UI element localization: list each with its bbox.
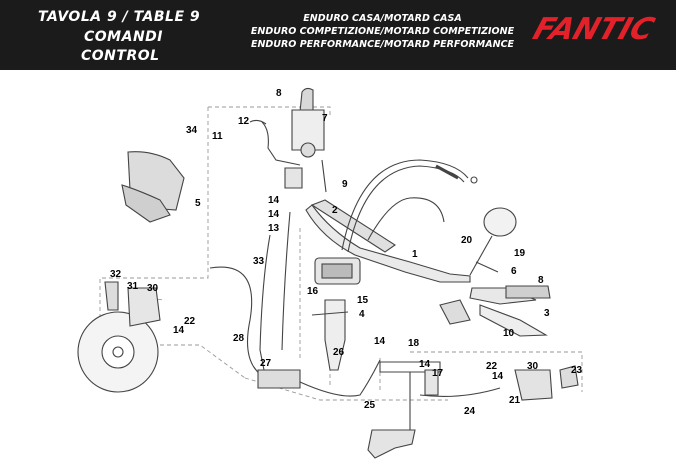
callout-17: 17 [432,368,444,379]
callout-3: 3 [544,308,550,319]
brand-logo-text: FANTIC [529,12,659,47]
callout-16: 16 [307,286,319,297]
callout-14-d: 14 [374,336,386,347]
callout-32: 32 [110,269,122,280]
callout-33: 33 [253,256,265,267]
callout-14-a: 14 [268,195,280,206]
section-title-en: CONTROL [81,48,160,64]
callout-22-a: 22 [184,316,196,327]
callout-27: 27 [260,358,272,369]
callout-1: 1 [412,249,418,260]
callout-20: 20 [461,235,473,246]
callout-labels: 8 7 12 34 11 9 5 14 2 14 13 20 1 19 33 3… [110,88,583,417]
model-line-3: ENDURO PERFORMANCE/MOTARD PERFORMANCE [250,39,515,50]
callout-8-lever: 8 [538,275,544,286]
callout-12: 12 [238,116,250,127]
callout-30-a: 30 [147,283,159,294]
model-line-1: ENDURO CASA/MOTARD CASA [303,13,462,24]
callout-9: 9 [342,179,348,190]
callout-5: 5 [195,198,201,209]
callout-13: 13 [268,223,280,234]
callout-8-grip: 8 [276,88,282,99]
callout-7: 7 [322,113,328,124]
callout-14-f: 14 [492,371,504,382]
callout-15: 15 [357,295,369,306]
callout-4: 4 [359,309,365,320]
callout-10: 10 [503,328,515,339]
brand-logo: FANTIC [529,12,659,47]
callout-25: 25 [364,400,376,411]
callout-26: 26 [333,347,345,358]
table-title: TAVOLA 9 / TABLE 9 [38,9,201,25]
callout-19: 19 [514,248,526,259]
callout-14-e: 14 [419,359,431,370]
callout-23: 23 [571,365,583,376]
callout-18: 18 [408,338,420,349]
callout-14-b: 14 [268,209,280,220]
parts-linework [77,87,579,459]
callout-28: 28 [233,333,245,344]
header-bar: TAVOLA 9 / TABLE 9 COMANDI CONTROL ENDUR… [0,0,676,70]
callout-22-b: 22 [486,361,498,372]
callout-14-c: 14 [173,325,185,336]
callout-34: 34 [186,125,198,136]
callout-2: 2 [332,205,338,216]
model-line-2: ENDURO COMPETIZIONE/MOTARD COMPETIZIONE [250,26,515,37]
callout-21: 21 [509,395,521,406]
callout-6: 6 [511,266,517,277]
callout-11: 11 [212,131,223,142]
callout-31: 31 [127,281,139,292]
exploded-diagram: 8 7 12 34 11 9 5 14 2 14 13 20 1 19 33 3… [77,87,583,459]
callout-24: 24 [464,406,476,417]
section-title-it: COMANDI [84,29,163,45]
callout-30-b: 30 [527,361,539,372]
